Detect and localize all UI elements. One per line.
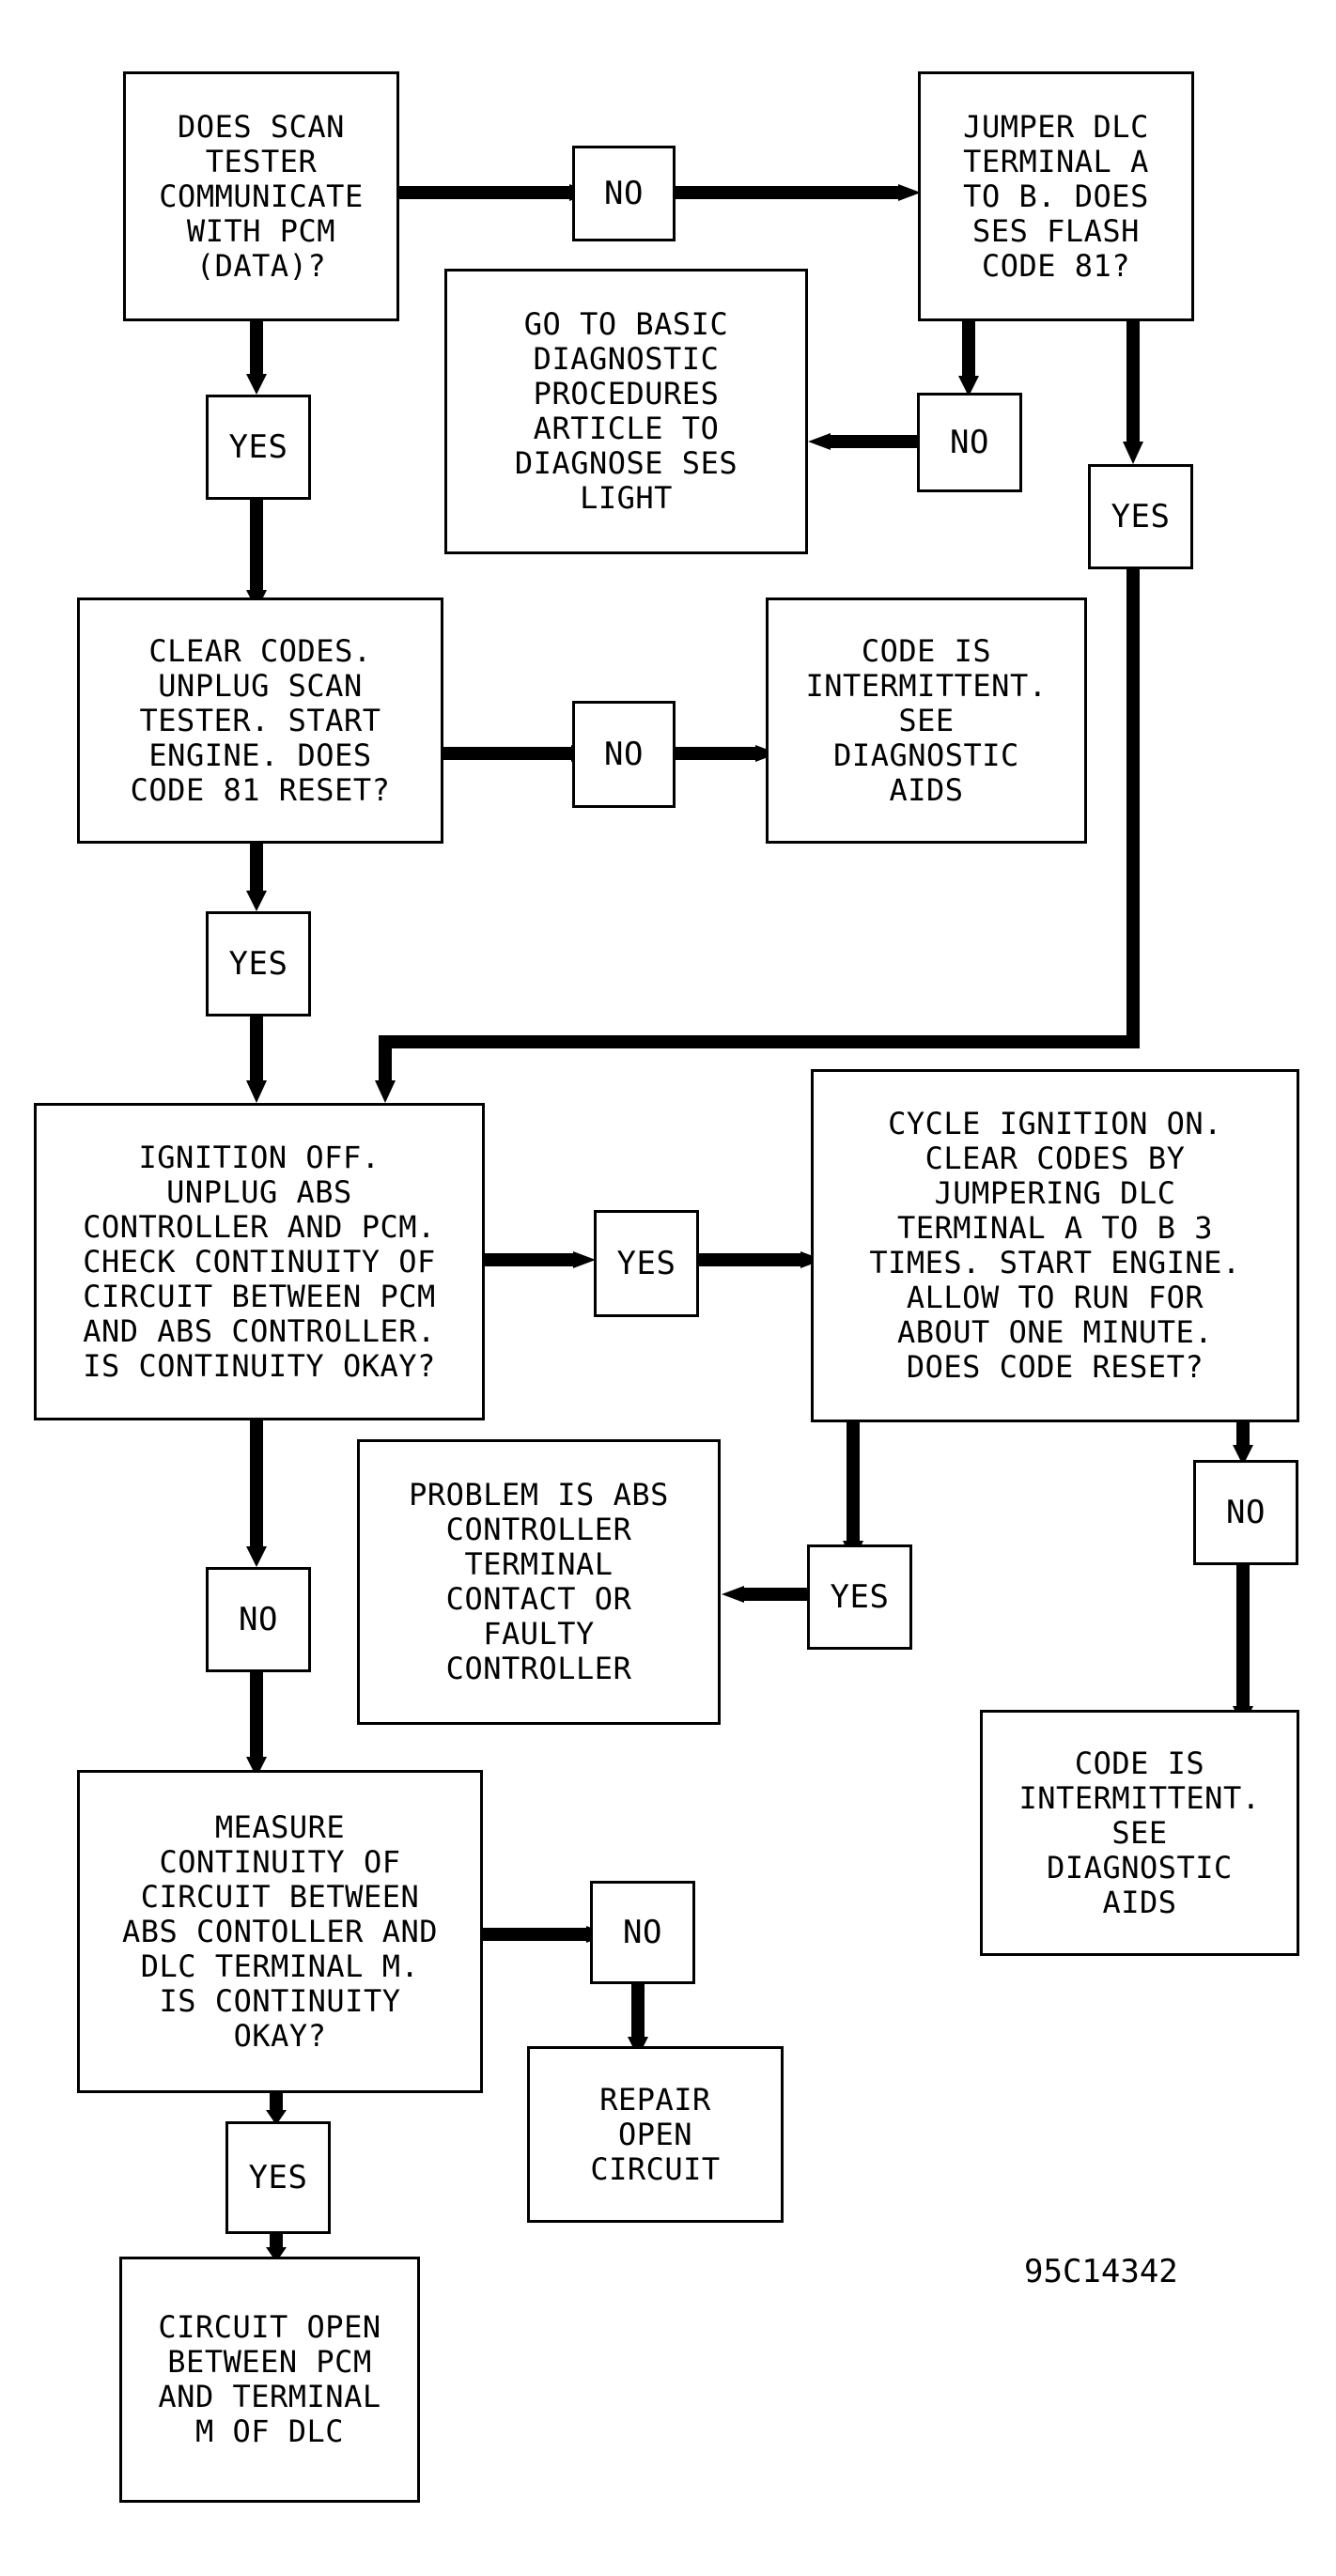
clear-codes-box: CLEAR CODES. UNPLUG SCAN TESTER. START E… (77, 597, 443, 844)
no-label-4: NO (1193, 1460, 1298, 1565)
connector (250, 1665, 263, 1759)
no-text: NO (604, 735, 644, 773)
connector (697, 1253, 802, 1266)
no-label-6: NO (590, 1881, 695, 1984)
connector (1126, 569, 1140, 1048)
code-intermittent-box-1: CODE IS INTERMITTENT. SEE DIAGNOSTIC AID… (766, 597, 1087, 844)
arrowhead (958, 376, 979, 396)
arrowhead (1233, 1445, 1253, 1466)
problem-abs-text: PROBLEM IS ABS CONTROLLER TERMINAL CONTA… (409, 1477, 669, 1686)
connector (270, 2093, 283, 2112)
ignition-off-box: IGNITION OFF. UNPLUG ABS CONTROLLER AND … (34, 1103, 485, 1420)
connector (398, 186, 571, 199)
clear-codes-text: CLEAR CODES. UNPLUG SCAN TESTER. START E… (130, 632, 391, 808)
arrowhead (1123, 442, 1143, 464)
connector (631, 1980, 645, 2039)
no-label-5: NO (206, 1567, 311, 1672)
connector (379, 1035, 392, 1082)
cycle-ignition-box: CYCLE IGNITION ON. CLEAR CODES BY JUMPER… (811, 1069, 1299, 1422)
no-text: NO (604, 174, 644, 212)
arrowhead (246, 1546, 267, 1567)
no-label-3: NO (572, 701, 676, 808)
yes-label-1: YES (206, 395, 311, 500)
no-text: NO (623, 1913, 662, 1951)
arrowhead (266, 2110, 287, 2125)
arrowhead (375, 1080, 396, 1103)
ignition-off-text: IGNITION OFF. UNPLUG ABS CONTROLLER AND … (83, 1139, 436, 1384)
repair-text: REPAIR OPEN CIRCUIT (590, 2081, 721, 2187)
connector (742, 1588, 827, 1601)
jumper-dlc-box: JUMPER DLC TERMINAL A TO B. DOES SES FLA… (918, 71, 1194, 321)
scan-tester-communicate-box: DOES SCAN TESTER COMMUNICATE WITH PCM (D… (123, 71, 399, 321)
connector (1236, 1565, 1250, 1708)
connector (250, 321, 263, 376)
connector (675, 186, 900, 199)
connector (250, 1016, 263, 1082)
cycle-ignition-text: CYCLE IGNITION ON. CLEAR CODES BY JUMPER… (869, 1106, 1241, 1385)
yes-text: YES (228, 427, 288, 466)
intermittent-text: CODE IS INTERMITTENT. SEE DIAGNOSTIC AID… (1018, 1745, 1261, 1920)
yes-text: YES (830, 1577, 890, 1616)
connector (250, 1415, 263, 1548)
no-text: NO (1226, 1493, 1266, 1531)
connector (481, 1253, 575, 1266)
intermittent-text: CODE IS INTERMITTENT. SEE DIAGNOSTIC AID… (805, 632, 1048, 808)
arrowhead (246, 1757, 267, 1777)
connector (1236, 1420, 1250, 1449)
connector (675, 747, 757, 760)
arrowhead (266, 2247, 287, 2262)
yes-label-2: YES (1088, 464, 1193, 569)
no-label-2: NO (917, 393, 1022, 492)
yes-label-3: YES (206, 911, 311, 1016)
connector (379, 1035, 1140, 1048)
connector (481, 1928, 588, 1941)
circuit-open-box: CIRCUIT OPEN BETWEEN PCM AND TERMINAL M … (119, 2257, 420, 2503)
connector (270, 2232, 283, 2249)
arrowhead (808, 433, 831, 450)
circuit-open-text: CIRCUIT OPEN BETWEEN PCM AND TERMINAL M … (158, 2309, 381, 2449)
measure-continuity-box: MEASURE CONTINUITY OF CIRCUIT BETWEEN AB… (77, 1770, 483, 2093)
yes-text: YES (1111, 497, 1171, 535)
repair-open-circuit-box: REPAIR OPEN CIRCUIT (527, 2046, 784, 2223)
connector (1126, 321, 1140, 443)
measure-text: MEASURE CONTINUITY OF CIRCUIT BETWEEN AB… (121, 1808, 438, 2054)
no-text: NO (950, 423, 989, 461)
yes-label-4: YES (594, 1210, 699, 1317)
problem-abs-controller-box: PROBLEM IS ABS CONTROLLER TERMINAL CONTA… (357, 1439, 721, 1725)
jumper-dlc-text: JUMPER DLC TERMINAL A TO B. DOES SES FLA… (963, 108, 1149, 284)
connector (250, 498, 263, 592)
arrowhead (246, 374, 267, 395)
arrowhead (898, 184, 921, 201)
yes-label-5: YES (807, 1544, 912, 1650)
yes-text: YES (616, 1244, 676, 1282)
arrowhead (246, 891, 267, 911)
figure-id: 95C14342 (1024, 2253, 1178, 2290)
yes-text: YES (248, 2158, 308, 2196)
go-to-basic-diagnostic-box: GO TO BASIC DIAGNOSTIC PROCEDURES ARTICL… (444, 269, 808, 554)
connector (962, 321, 975, 378)
connector (250, 844, 263, 892)
no-text: NO (239, 1600, 278, 1638)
connector (829, 435, 917, 448)
arrowhead (722, 1586, 744, 1603)
connector (443, 747, 573, 760)
yes-text: YES (228, 944, 288, 983)
no-label-1: NO (572, 146, 676, 241)
connector (847, 1420, 860, 1543)
code-intermittent-box-2: CODE IS INTERMITTENT. SEE DIAGNOSTIC AID… (980, 1710, 1299, 1956)
yes-label-6: YES (225, 2121, 331, 2234)
arrowhead (573, 1251, 596, 1268)
go-basic-text: GO TO BASIC DIAGNOSTIC PROCEDURES ARTICL… (514, 306, 738, 516)
arrowhead (246, 1080, 267, 1103)
scan-tester-text: DOES SCAN TESTER COMMUNICATE WITH PCM (D… (159, 108, 364, 284)
